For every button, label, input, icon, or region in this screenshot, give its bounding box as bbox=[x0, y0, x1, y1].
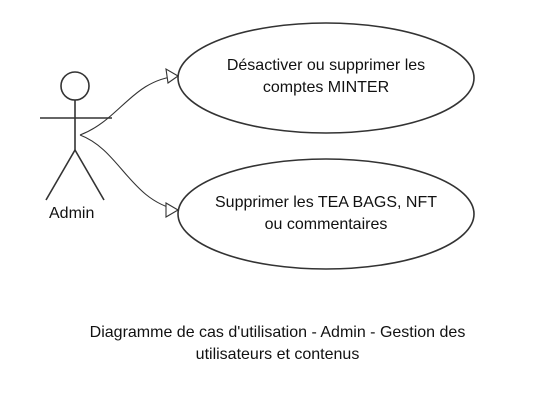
actor-right-leg bbox=[74, 149, 105, 201]
admin-actor-figure bbox=[40, 71, 112, 201]
use-case-deactivate-accounts bbox=[177, 22, 475, 134]
use-case-delete-content-line1: Supprimer les TEA BAGS, NFT bbox=[215, 194, 437, 211]
actor-head bbox=[60, 71, 90, 101]
arrowhead-delete-content bbox=[165, 202, 180, 218]
use-case-deactivate-accounts-line2: comptes MINTER bbox=[262, 79, 390, 96]
association-edges bbox=[79, 67, 180, 218]
use-case-delete-content-label: Supprimer les TEA BAGS, NFT ou commentai… bbox=[180, 192, 472, 236]
diagram-caption: Diagramme de cas d'utilisation - Admin -… bbox=[0, 322, 555, 366]
actor-name: Admin bbox=[49, 205, 95, 222]
diagram-caption-line2: utilisateurs et contenus bbox=[195, 346, 360, 363]
arrowhead-deactivate-accounts bbox=[165, 67, 180, 84]
use-case-deactivate-accounts-label: Désactiver ou supprimer les comptes MINT… bbox=[180, 55, 472, 99]
use-case-deactivate-accounts-line1: Désactiver ou supprimer les bbox=[226, 57, 426, 74]
edge-to-delete-content bbox=[79, 134, 179, 211]
diagram-caption-line1: Diagramme de cas d'utilisation - Admin -… bbox=[89, 324, 466, 341]
actor-left-leg bbox=[45, 149, 76, 201]
use-case-delete-content-line2: ou commentaires bbox=[264, 216, 388, 233]
use-case-delete-content bbox=[177, 158, 475, 270]
edge-to-deactivate-accounts bbox=[79, 75, 179, 136]
